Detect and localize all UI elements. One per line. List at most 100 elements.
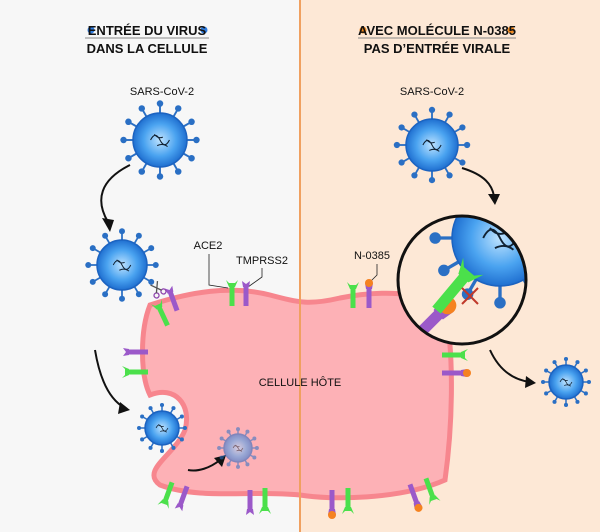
right-virus-label: SARS-CoV-2 (400, 86, 464, 98)
ace2-receptor (342, 488, 354, 514)
tmprss2-label: TMPRSS2 (236, 255, 288, 267)
tmprss2-protease (442, 369, 471, 377)
n0385-molecule (365, 279, 373, 287)
virus-escaping (541, 357, 591, 407)
spike-head (411, 172, 418, 179)
spike-head (446, 172, 453, 179)
tmprss2-protease (174, 485, 190, 512)
tmprss2-protease (164, 285, 180, 312)
spike-head (252, 455, 257, 460)
n0385-label: N-0385 (354, 250, 390, 262)
ace2-receptor (432, 257, 484, 314)
spike-head (140, 414, 145, 419)
spike-head (552, 399, 557, 404)
spike-head (148, 245, 155, 252)
spike-head (583, 391, 588, 396)
tmprss2-protease (246, 490, 254, 515)
spike-head (188, 154, 195, 162)
spike-head (156, 173, 164, 180)
spike-head (429, 232, 441, 244)
spike-head (252, 436, 257, 441)
spike-head (494, 297, 506, 309)
blocked-cut-icon (461, 287, 479, 305)
ace2-receptor (226, 280, 238, 306)
spike-head (193, 136, 200, 144)
spike-head (217, 446, 222, 450)
spike-head (179, 414, 184, 419)
spike-head (552, 360, 557, 365)
viral-rna (422, 139, 442, 152)
viral-rna (482, 227, 518, 251)
ace2-receptor (442, 349, 468, 361)
spike-head (174, 168, 182, 175)
viral-rna (559, 378, 573, 387)
spike-head (102, 291, 109, 298)
virus-released-inside (217, 427, 259, 469)
spike-head (159, 403, 165, 408)
right-bullet (359, 26, 367, 34)
spike-head (137, 425, 142, 431)
spike-head (563, 357, 569, 362)
spike-head (188, 118, 195, 126)
ace2-leader (208, 254, 229, 289)
spike-head (219, 436, 224, 441)
spike-head (428, 176, 436, 184)
tmprss2-protease (407, 483, 423, 512)
spike-head (140, 437, 145, 442)
magnifier-ring (396, 214, 528, 346)
spike-head (119, 295, 125, 302)
ace2-receptor (259, 488, 271, 514)
ace2-label: ACE2 (194, 240, 223, 252)
spike-head (541, 379, 546, 385)
ace2-receptor (157, 481, 175, 509)
spike-head (411, 111, 418, 118)
spike-head (159, 448, 165, 453)
spike-head (438, 264, 450, 277)
n0385-leader (369, 264, 378, 283)
viral-rna (150, 133, 170, 148)
spike-head (245, 429, 250, 434)
spike-head (102, 232, 109, 239)
arrow-approach (100, 164, 131, 223)
left-bullet (87, 26, 95, 34)
spike-head (120, 136, 127, 144)
spike-head (135, 232, 142, 239)
spike-head (544, 368, 549, 373)
ace2-receptor (423, 477, 441, 505)
spike-head (428, 106, 436, 114)
viral-rna (155, 424, 169, 433)
virus-binding (85, 228, 159, 302)
ace2-receptor (151, 299, 170, 327)
left-title-line2: DANS LA CELLULE (87, 41, 208, 56)
spike-head (226, 462, 231, 467)
left-bullet (200, 26, 208, 34)
spike-head (575, 399, 580, 404)
spike-head (586, 379, 591, 385)
left-virus-label: SARS-CoV-2 (130, 86, 194, 98)
right-title-line1: AVEC MOLÉCULE N-0385 (358, 23, 516, 38)
right-bullet (507, 26, 515, 34)
spike-head (148, 278, 155, 285)
spike-head (89, 278, 96, 285)
tmprss2-protease (365, 279, 373, 308)
tmprss2-leader (247, 268, 263, 288)
spike-head (125, 154, 132, 162)
ace2-receptor (122, 366, 148, 378)
tmprss2-protease (242, 281, 250, 306)
spike-head (544, 391, 549, 396)
spike-head (135, 291, 142, 298)
spike-head (125, 118, 132, 126)
scissors-icon (150, 281, 167, 299)
receptors (122, 279, 471, 519)
virus-approaching (120, 100, 200, 180)
virus-approaching-treated (393, 106, 471, 184)
spike-head (393, 141, 401, 149)
spike-head (575, 360, 580, 365)
spike-head (179, 437, 184, 442)
host-cell (140, 287, 454, 501)
left-title-line1: ENTRÉE DU VIRUS (88, 23, 207, 38)
n0385-molecule (328, 511, 336, 519)
viral-rna (112, 259, 132, 272)
spike-head (89, 245, 96, 252)
